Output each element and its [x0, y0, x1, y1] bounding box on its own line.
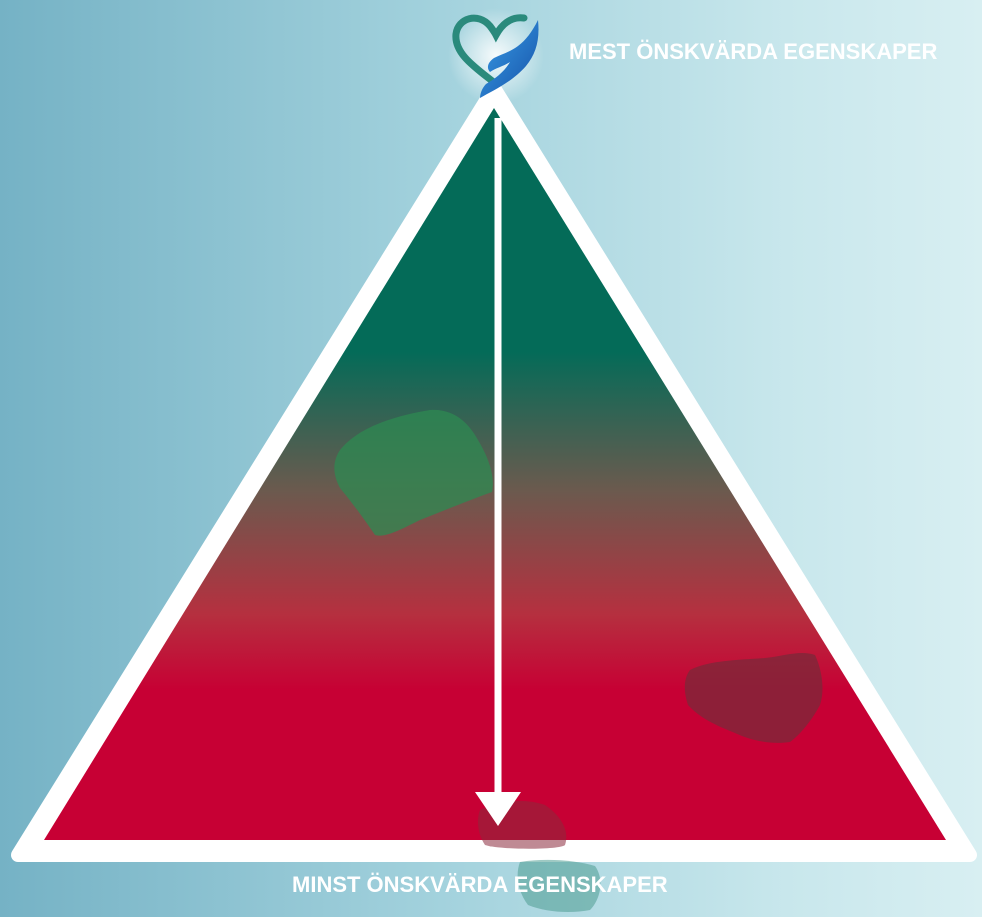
leaf-icon — [517, 859, 601, 913]
bottom-label: MINST ÖNSKVÄRDA EGENSKAPER — [292, 872, 668, 897]
top-label: MEST ÖNSKVÄRDA EGENSKAPER — [569, 39, 938, 64]
leaf-icon — [334, 409, 493, 536]
heart-hand-icon — [448, 8, 544, 104]
arrow-down-icon — [475, 792, 521, 826]
leaf-icon — [684, 653, 823, 743]
